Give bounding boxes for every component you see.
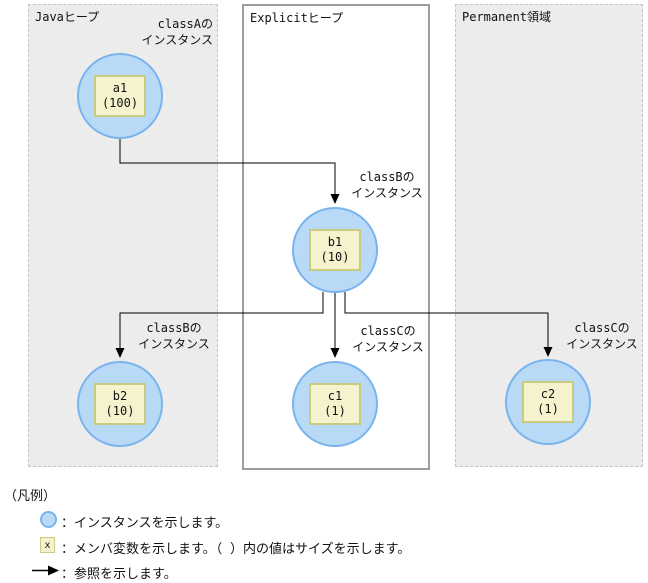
member-size: (1) (324, 404, 346, 418)
legend-item-member-variable: ：メンバ変数を示します。（ ）内の値はサイズを示します。 (61, 542, 411, 557)
instance-a1: a1 (100) (77, 53, 163, 139)
instance-b1: b1 (10) (292, 207, 378, 293)
annotation-line2: インスタンス (352, 340, 424, 354)
annotation-line2: インスタンス (566, 337, 638, 351)
instance-circle-icon (40, 511, 57, 528)
member-size: (10) (320, 250, 350, 264)
member-name: c2 (540, 387, 556, 401)
member-name: c1 (327, 389, 343, 403)
member-name: b2 (112, 389, 128, 403)
annotation-line2: インスタンス (351, 186, 423, 200)
region-java-heap-label: Javaヒープ (35, 10, 100, 24)
member-variable-box-icon: x (40, 537, 55, 553)
member-box-a1: a1 (100) (94, 75, 146, 117)
annotation-line1: classCの (574, 321, 630, 335)
legend-item-instance: ：インスタンスを示します。 (61, 516, 229, 531)
annotation-line2: インスタンス (141, 33, 213, 47)
annotation-line1: classBの (146, 321, 202, 335)
reference-arrow-icon (32, 565, 59, 576)
annotation-classC-c2: classCの インスタンス (556, 320, 648, 352)
member-box-b1: b1 (10) (309, 229, 361, 271)
legend-item-reference: ：参照を示します。 (61, 567, 177, 582)
member-box-b2: b2 (10) (94, 383, 146, 425)
member-size: (100) (101, 96, 139, 110)
member-size: (1) (537, 402, 559, 416)
member-box-c1: c1 (1) (309, 383, 361, 425)
annotation-line1: classBの (359, 170, 415, 184)
region-explicit-heap-label: Explicitヒープ (250, 11, 344, 25)
annotation-classC-c1: classCの インスタンス (342, 323, 434, 355)
instance-c2: c2 (1) (505, 359, 591, 445)
member-size: (10) (105, 404, 135, 418)
member-name: b1 (327, 235, 343, 249)
legend-title: （凡例） (4, 489, 57, 504)
member-box-c2: c2 (1) (522, 381, 574, 423)
member-variable-box-icon-label: x (44, 539, 51, 551)
annotation-classB-b1: classBの インスタンス (341, 169, 433, 201)
annotation-line1: classAの (157, 17, 213, 31)
annotation-classB-b2: classBの インスタンス (128, 320, 220, 352)
instance-b2: b2 (10) (77, 361, 163, 447)
annotation-classA: classAの インスタンス (141, 16, 213, 48)
instance-c1: c1 (1) (292, 361, 378, 447)
region-permanent-area-label: Permanent領域 (462, 10, 552, 24)
annotation-line1: classCの (360, 324, 416, 338)
annotation-line2: インスタンス (138, 337, 210, 351)
member-name: a1 (112, 81, 128, 95)
